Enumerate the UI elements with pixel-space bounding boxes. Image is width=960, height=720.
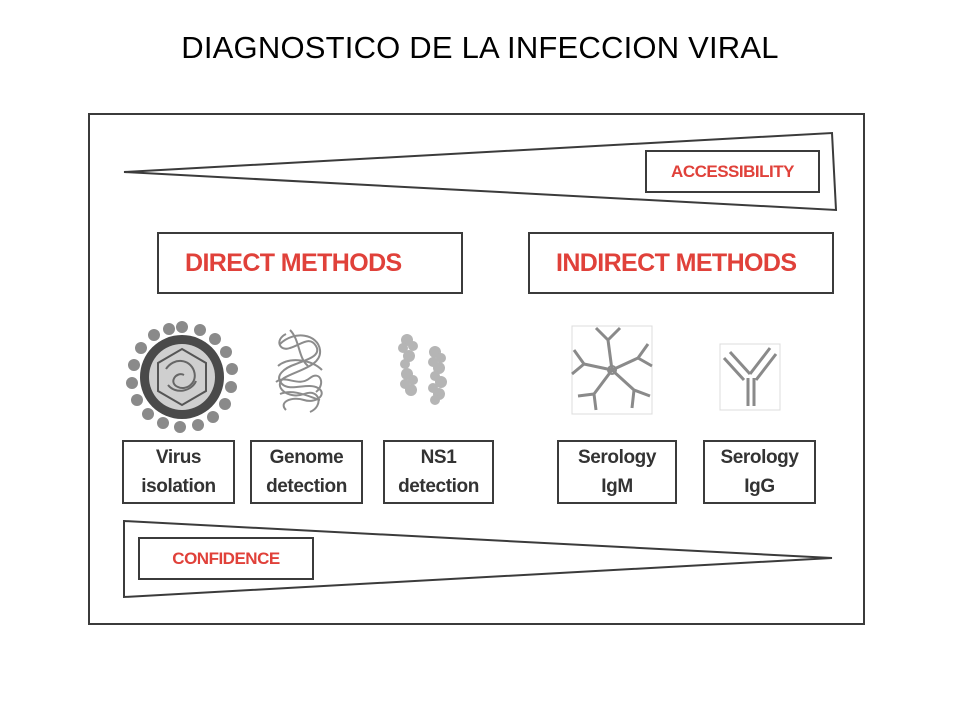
- diagram-frame: [88, 113, 865, 625]
- confidence-label: CONFIDENCE: [172, 548, 280, 568]
- genome-strand-icon: [275, 329, 323, 413]
- direct-methods-box: DIRECT METHODS: [157, 232, 463, 294]
- page-title: DIAGNOSTICO DE LA INFECCION VIRAL: [181, 30, 779, 65]
- method-box-ns1-detection: NS1 detection: [383, 440, 494, 504]
- method-line2: IgM: [601, 476, 633, 497]
- method-line1: Serology: [720, 447, 799, 468]
- method-line1: Genome: [269, 447, 344, 468]
- accessibility-label-box: ACCESSIBILITY: [645, 150, 820, 193]
- method-line2: detection: [398, 476, 479, 497]
- indirect-methods-label: INDIRECT METHODS: [556, 248, 797, 277]
- ns1-protein-icon: [398, 334, 447, 405]
- virus-particle-icon: [126, 321, 238, 433]
- method-line2: detection: [266, 476, 347, 497]
- method-box-genome-detection: Genome detection: [250, 440, 363, 504]
- igg-antibody-icon: [719, 343, 781, 411]
- confidence-label-box: CONFIDENCE: [138, 537, 314, 580]
- accessibility-label: ACCESSIBILITY: [671, 161, 794, 181]
- method-line2: isolation: [141, 476, 216, 497]
- direct-methods-label: DIRECT METHODS: [185, 248, 402, 277]
- igm-antibody-icon: [571, 325, 653, 415]
- method-line1: Virus: [155, 447, 202, 468]
- method-line1: NS1: [420, 447, 457, 468]
- method-box-serology-igg: Serology IgG: [703, 440, 816, 504]
- method-line2: IgG: [744, 476, 775, 497]
- method-box-serology-igm: Serology IgM: [557, 440, 677, 504]
- method-box-virus-isolation: Virus isolation: [122, 440, 235, 504]
- method-line1: Serology: [577, 447, 657, 468]
- indirect-methods-box: INDIRECT METHODS: [528, 232, 834, 294]
